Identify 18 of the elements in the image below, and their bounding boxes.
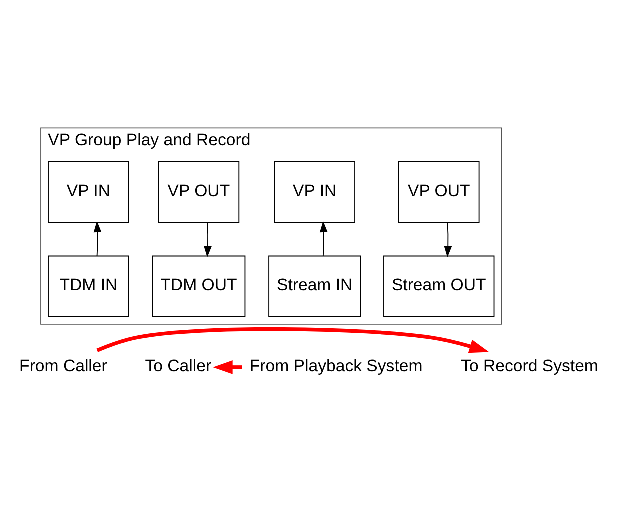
arrow bbox=[320, 221, 328, 257]
arrow bbox=[444, 222, 452, 258]
node-text: From Playback System bbox=[250, 356, 423, 376]
node-box: Stream OUT bbox=[384, 256, 495, 318]
node-text: From Caller bbox=[20, 356, 108, 376]
arrow bbox=[96, 328, 490, 354]
node-box: VP IN bbox=[48, 161, 130, 224]
node-box: VP OUT bbox=[398, 161, 480, 224]
node-box: TDM IN bbox=[48, 256, 130, 318]
node-box: Stream IN bbox=[268, 256, 362, 318]
node-box: VP OUT bbox=[158, 161, 240, 224]
node-box: VP IN bbox=[274, 161, 356, 224]
arrow bbox=[213, 360, 242, 374]
node-text: To Record System bbox=[461, 356, 598, 376]
arrow bbox=[94, 221, 102, 257]
node-text: To Caller bbox=[145, 356, 212, 376]
node-box: TDM OUT bbox=[152, 256, 246, 318]
arrow bbox=[204, 222, 212, 258]
